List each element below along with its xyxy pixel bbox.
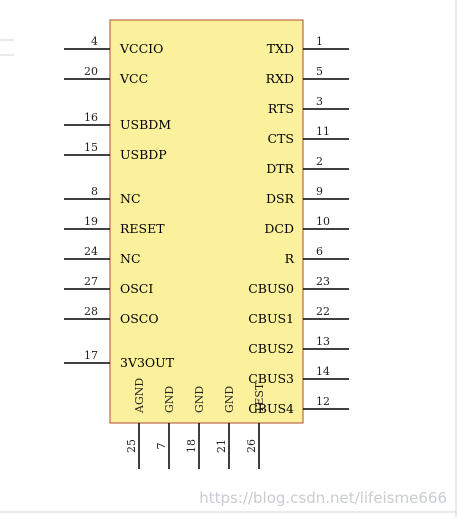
pin-number: 18 [185, 439, 198, 453]
pin-label: USBDP [120, 147, 167, 162]
pin-label: DTR [266, 161, 294, 176]
right-pin[interactable]: 1 TXD [267, 35, 349, 56]
pin-number: 8 [91, 185, 98, 198]
left-pin[interactable]: 17 3V3OUT [64, 349, 175, 370]
right-pin[interactable]: 13 CBUS2 [248, 335, 349, 356]
pin-number: 9 [316, 185, 323, 198]
pin-number: 16 [84, 111, 98, 124]
pin-number: 2 [316, 155, 323, 168]
pin-label: OSCI [120, 281, 153, 296]
pin-label: VCCIO [119, 41, 163, 56]
pin-number: 15 [84, 141, 98, 154]
pin-number: 11 [316, 125, 330, 138]
pin-label: CBUS3 [248, 371, 294, 386]
pin-number: 26 [245, 439, 258, 453]
pin-number: 12 [316, 395, 330, 408]
left-pin[interactable]: 8 NC [64, 185, 141, 206]
pin-number: 25 [125, 439, 138, 453]
right-pin[interactable]: 10 DCD [264, 215, 349, 236]
pin-label: OSCO [120, 311, 159, 326]
pin-label: RXD [266, 71, 294, 86]
pin-label: GND [163, 386, 176, 413]
right-pin[interactable]: 6R [285, 245, 349, 266]
pin-label: CBUS4 [248, 401, 294, 416]
left-pin[interactable]: 4 VCCIO [64, 35, 163, 56]
right-pin[interactable]: 23 CBUS0 [248, 275, 349, 296]
right-pins: 1TXD5RXD3RTS11CTS2DTR9DSR10DCD6R23CBUS02… [248, 35, 349, 416]
pin-label: GND [193, 386, 206, 413]
bottom-pin[interactable]: 7 GND [155, 386, 176, 469]
right-pin[interactable]: 5 RXD [266, 65, 349, 86]
pin-number: 17 [84, 349, 98, 362]
left-pin[interactable]: 15 USBDP [64, 141, 167, 162]
bottom-pin[interactable]: 26 TEST [245, 382, 266, 469]
pin-number: 14 [316, 365, 330, 378]
pin-label: RTS [268, 101, 294, 116]
pin-number: 6 [316, 245, 323, 258]
pin-label: TEST [253, 382, 266, 413]
bottom-pin[interactable]: 18 GND [185, 386, 206, 469]
right-pin[interactable]: 9 DSR [266, 185, 349, 206]
right-pin[interactable]: 22 CBUS1 [248, 305, 349, 326]
left-pin[interactable]: 28 OSCO [64, 305, 159, 326]
pin-label: AGND [133, 378, 146, 414]
pin-number: 3 [316, 95, 323, 108]
pin-number: 24 [84, 245, 98, 258]
right-pin[interactable]: 11 CTS [268, 125, 349, 146]
pin-label: DSR [266, 191, 295, 206]
pin-label: GND [223, 386, 236, 413]
bottom-pin[interactable]: 21 GND [215, 386, 236, 469]
pin-label: CBUS2 [248, 341, 294, 356]
right-pin[interactable]: 12 CBUS4 [248, 395, 349, 416]
pin-label: RESET [120, 221, 165, 236]
pin-number: 19 [84, 215, 98, 228]
pin-label: VCC [119, 71, 148, 86]
pin-number: 23 [316, 275, 330, 288]
pin-label: CTS [268, 131, 294, 146]
pin-number: 1 [316, 35, 323, 48]
pin-label: NC [120, 251, 141, 266]
right-pin[interactable]: 3 RTS [268, 95, 349, 116]
right-pin[interactable]: 2 DTR [266, 155, 349, 176]
left-pin[interactable]: 27 OSCI [64, 275, 153, 296]
watermark-text: https://blog.csdn.net/lifeisme666 [199, 489, 447, 507]
pin-number: 4 [91, 35, 98, 48]
pin-number: 27 [84, 275, 98, 288]
pin-number: 20 [84, 65, 98, 78]
pin-number: 21 [215, 439, 228, 453]
pin-label: DCD [264, 221, 294, 236]
pin-number: 28 [84, 305, 98, 318]
pin-number: 22 [316, 305, 330, 318]
bottom-pins: 25 AGND 7 GND 18 GND 21 GND 26 TEST [125, 378, 266, 469]
pin-label: 3V3OUT [120, 355, 175, 370]
pin-label: CBUS1 [248, 311, 294, 326]
pin-number: 10 [316, 215, 330, 228]
pin-label: NC [120, 191, 141, 206]
pin-number: 13 [316, 335, 330, 348]
ic-body[interactable] [109, 19, 304, 424]
pin-label: CBUS0 [248, 281, 294, 296]
pin-label: TXD [267, 41, 294, 56]
pin-label: USBDM [120, 117, 171, 132]
pin-label: R [285, 251, 295, 266]
left-pin[interactable]: 16 USBDM [64, 111, 171, 132]
left-pin[interactable]: 19 RESET [64, 215, 165, 236]
left-pin[interactable]: 24 NC [64, 245, 141, 266]
pin-number: 7 [155, 443, 168, 450]
bottom-pin[interactable]: 25 AGND [125, 378, 146, 469]
right-pin[interactable]: 14 CBUS3 [248, 365, 349, 386]
pin-number: 5 [316, 65, 323, 78]
left-pin[interactable]: 20 VCC [64, 65, 148, 86]
